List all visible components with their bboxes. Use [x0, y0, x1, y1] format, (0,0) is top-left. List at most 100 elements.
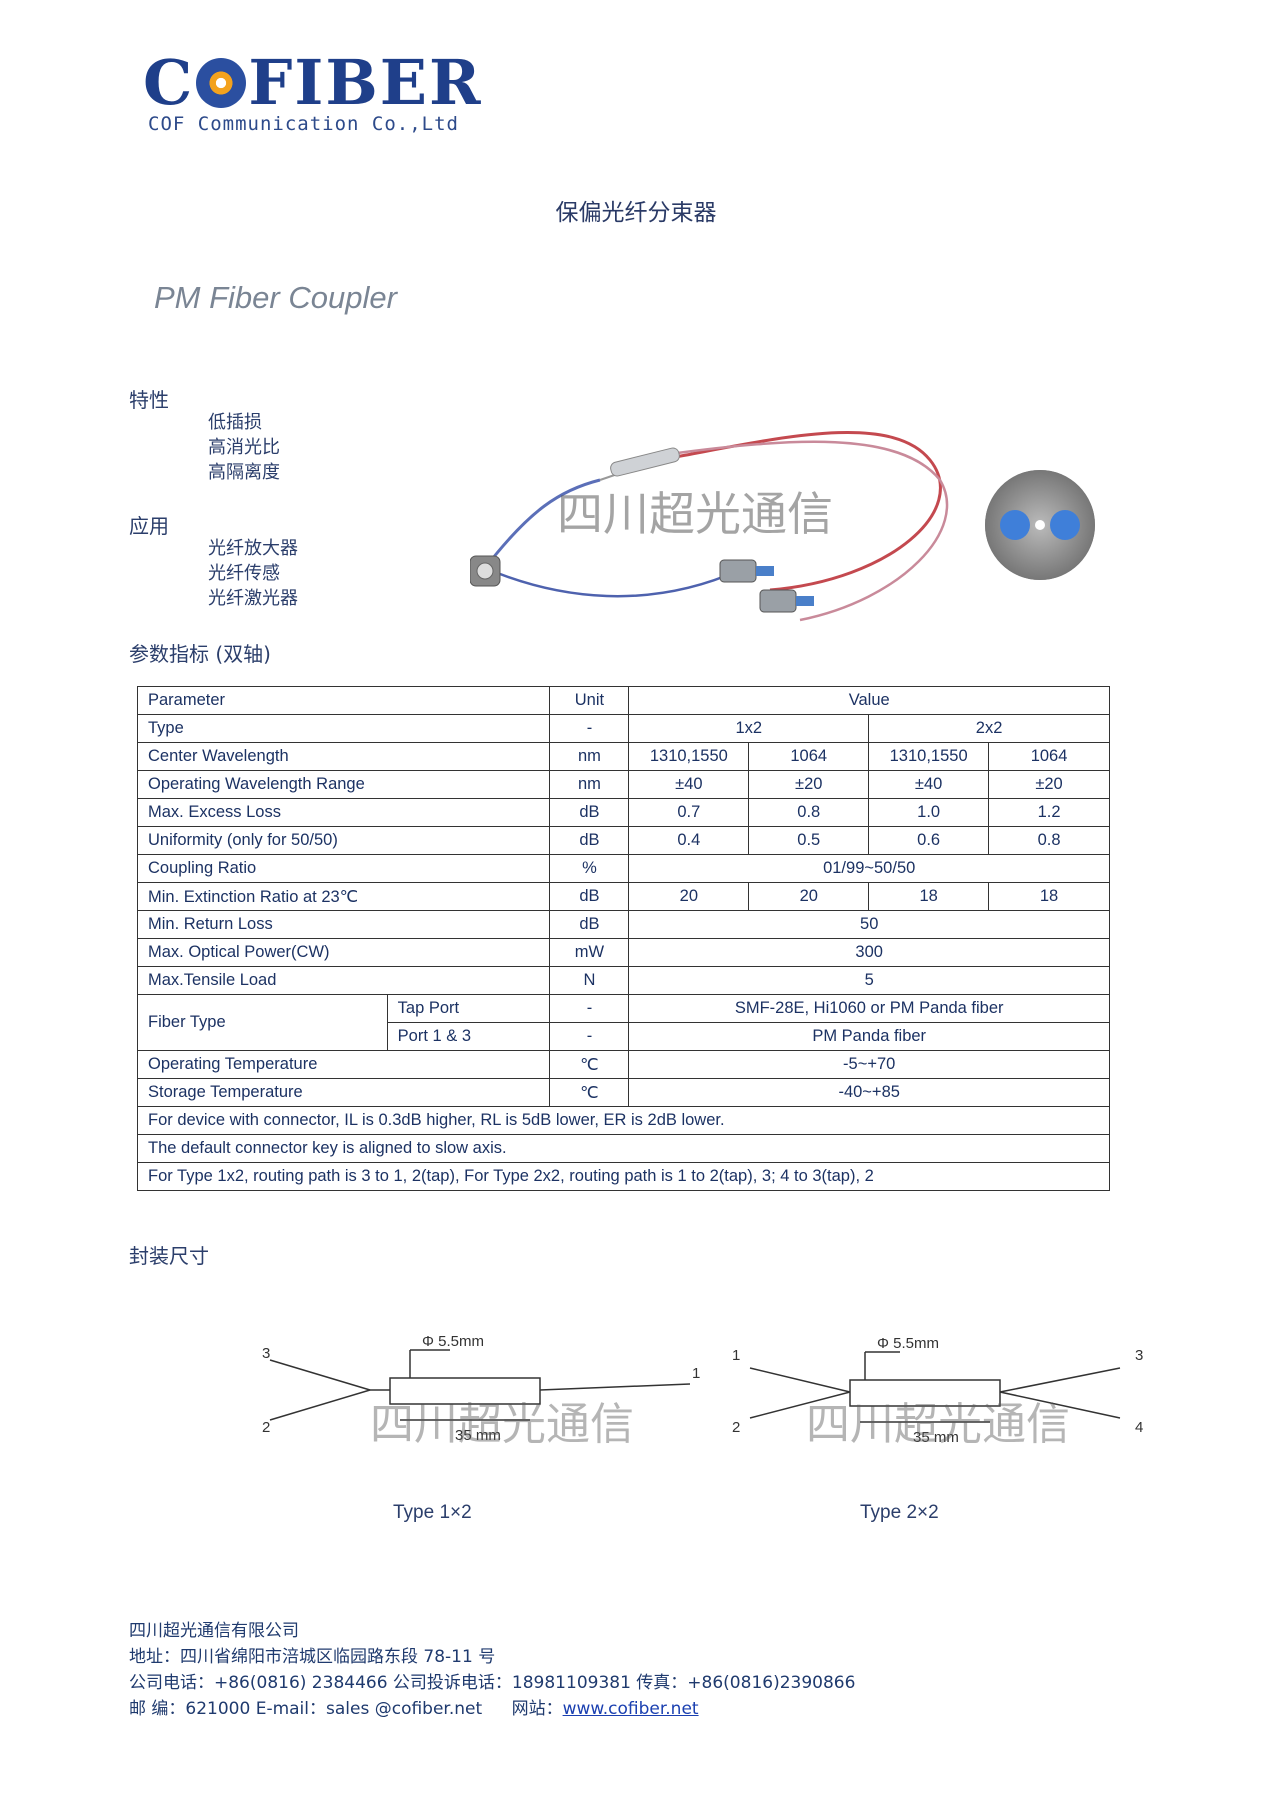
- cell: -40~+85: [628, 1078, 1110, 1107]
- footer-web-label: 网站：: [511, 1699, 563, 1719]
- cell: 20: [628, 882, 750, 911]
- row-label: Storage Temperature: [136, 1078, 551, 1107]
- watermark: 四川超光通信: [557, 487, 833, 541]
- application-item: 光纤激光器: [208, 588, 298, 609]
- row-unit: nm: [549, 770, 630, 799]
- cell: 0.6: [868, 826, 990, 855]
- table-row: Min. Extinction Ratio at 23℃ dB 20 20 18…: [136, 882, 1110, 911]
- package-heading: 封装尺寸: [129, 1244, 209, 1268]
- feature-item: 低插损: [208, 412, 262, 433]
- cell: 0.8: [748, 798, 870, 827]
- website-link[interactable]: www.cofiber.net: [562, 1699, 699, 1719]
- cell: 1310,1550: [868, 742, 990, 771]
- port-label: 1: [692, 1365, 700, 1382]
- table-note: The default connector key is aligned to …: [137, 1134, 1110, 1163]
- product-photo: [470, 431, 1095, 622]
- dimension-drawings: 3 2 1 Φ 5.5mm 35 mm 1 2 3 4 Φ 5.5mm 35 m…: [262, 1333, 1143, 1446]
- table-note: For Type 1x2, routing path is 3 to 1, 2(…: [137, 1162, 1110, 1191]
- cell: 0.8: [988, 826, 1110, 855]
- watermark: 四川超光通信: [370, 1399, 634, 1450]
- cell: 300: [628, 938, 1110, 967]
- header-parameter: Parameter: [136, 686, 551, 715]
- type-1x2-label: Type 1×2: [393, 1502, 472, 1523]
- table-row: Max. Optical Power(CW) mW 300: [136, 938, 1110, 967]
- table-row: Center Wavelength nm 1310,1550 1064 1310…: [136, 742, 1110, 771]
- table-row: Operating Wavelength Range nm ±40 ±20 ±4…: [136, 770, 1110, 799]
- cell: 0.7: [628, 798, 750, 827]
- type-2x2-label: Type 2×2: [860, 1502, 939, 1523]
- table-row: Type - 1x2 2x2: [136, 714, 1110, 743]
- table-row: Fiber Type Tap Port - SMF-28E, Hi1060 or…: [137, 994, 1110, 1051]
- cell: ±20: [748, 770, 870, 799]
- header-unit: Unit: [549, 686, 630, 715]
- table-row: Max.Tensile Load N 5: [136, 966, 1110, 995]
- cell: ±40: [628, 770, 750, 799]
- row-unit: dB: [549, 910, 630, 939]
- row-unit: dB: [549, 882, 630, 911]
- port-label: 3: [1135, 1347, 1143, 1364]
- drawing-1x2: [269, 1349, 691, 1421]
- row-label: Operating Wavelength Range: [136, 770, 551, 799]
- cell: 01/99~50/50: [628, 854, 1110, 883]
- row-unit: -: [549, 1022, 630, 1051]
- port-label: 1: [732, 1347, 740, 1364]
- feature-item: 高消光比: [208, 437, 280, 458]
- cell: -5~+70: [628, 1050, 1110, 1079]
- port-label: 4: [1135, 1419, 1143, 1436]
- row-label: Min. Extinction Ratio at 23℃: [136, 882, 551, 911]
- cell: ±20: [988, 770, 1110, 799]
- header-value: Value: [628, 686, 1110, 715]
- row-unit: dB: [549, 798, 630, 827]
- applications-heading: 应用: [129, 514, 169, 538]
- row-unit: ℃: [549, 1078, 630, 1107]
- footer-company: 四川超光通信有限公司: [129, 1621, 299, 1641]
- application-item: 光纤传感: [208, 563, 280, 584]
- cell: 1.0: [868, 798, 990, 827]
- cell: 1.2: [988, 798, 1110, 827]
- row-unit: ℃: [549, 1050, 630, 1079]
- type-1x2: 1x2: [628, 714, 870, 743]
- row-unit: -: [549, 994, 630, 1023]
- row-label: Type: [136, 714, 551, 743]
- row-label: Fiber Type: [137, 994, 388, 1051]
- cell: 1310,1550: [628, 742, 750, 771]
- cell: 5: [628, 966, 1110, 995]
- application-item: 光纤放大器: [208, 538, 298, 559]
- cell: 20: [748, 882, 870, 911]
- row-label: Coupling Ratio: [136, 854, 551, 883]
- cell: 1064: [748, 742, 870, 771]
- table-row: Operating Temperature ℃ -5~+70: [136, 1050, 1110, 1079]
- applications-list: 光纤放大器 光纤传感 光纤激光器: [208, 536, 298, 611]
- table-row: Min. Return Loss dB 50: [136, 910, 1110, 939]
- table-row: Coupling Ratio % 01/99~50/50: [136, 854, 1110, 883]
- table-note: For device with connector, IL is 0.3dB h…: [137, 1106, 1110, 1135]
- port-label: 2: [262, 1419, 270, 1436]
- cell: 0.4: [628, 826, 750, 855]
- length-label: 35 mm: [455, 1427, 501, 1444]
- footer-contact: 邮 编：621000 E-mail：sales @cofiber.net 网站：…: [129, 1694, 699, 1719]
- product-name: PM Fiber Coupler: [154, 280, 397, 315]
- drawing-2x2: [749, 1351, 1121, 1423]
- row-label: Center Wavelength: [136, 742, 551, 771]
- cell: 18: [868, 882, 990, 911]
- table-row: Max. Excess Loss dB 0.7 0.8 1.0 1.2: [136, 798, 1110, 827]
- row-label: Max. Excess Loss: [136, 798, 551, 827]
- table-header-row: Parameter Unit Value: [136, 686, 1110, 715]
- row-label: Min. Return Loss: [136, 910, 551, 939]
- row-unit: nm: [549, 742, 630, 771]
- watermark: 四川超光通信: [806, 1399, 1070, 1450]
- port-label: 2: [732, 1419, 740, 1436]
- row-label: Uniformity (only for 50/50): [136, 826, 551, 855]
- port-label: 3: [262, 1345, 270, 1362]
- table-note-row: The default connector key is aligned to …: [137, 1134, 1110, 1163]
- page-title: 保偏光纤分束器: [555, 200, 717, 226]
- sub-label: Port 1 & 3: [386, 1022, 551, 1051]
- row-unit: dB: [549, 826, 630, 855]
- footer-postal-email: 邮 编：621000 E-mail：sales @cofiber.net: [129, 1699, 483, 1719]
- cell: PM Panda fiber: [628, 1022, 1110, 1051]
- table-note-row: For device with connector, IL is 0.3dB h…: [137, 1106, 1110, 1135]
- row-unit: N: [549, 966, 630, 995]
- logo-subtitle: COF Communication Co.,Ltd: [148, 113, 459, 135]
- type-2x2: 2x2: [868, 714, 1110, 743]
